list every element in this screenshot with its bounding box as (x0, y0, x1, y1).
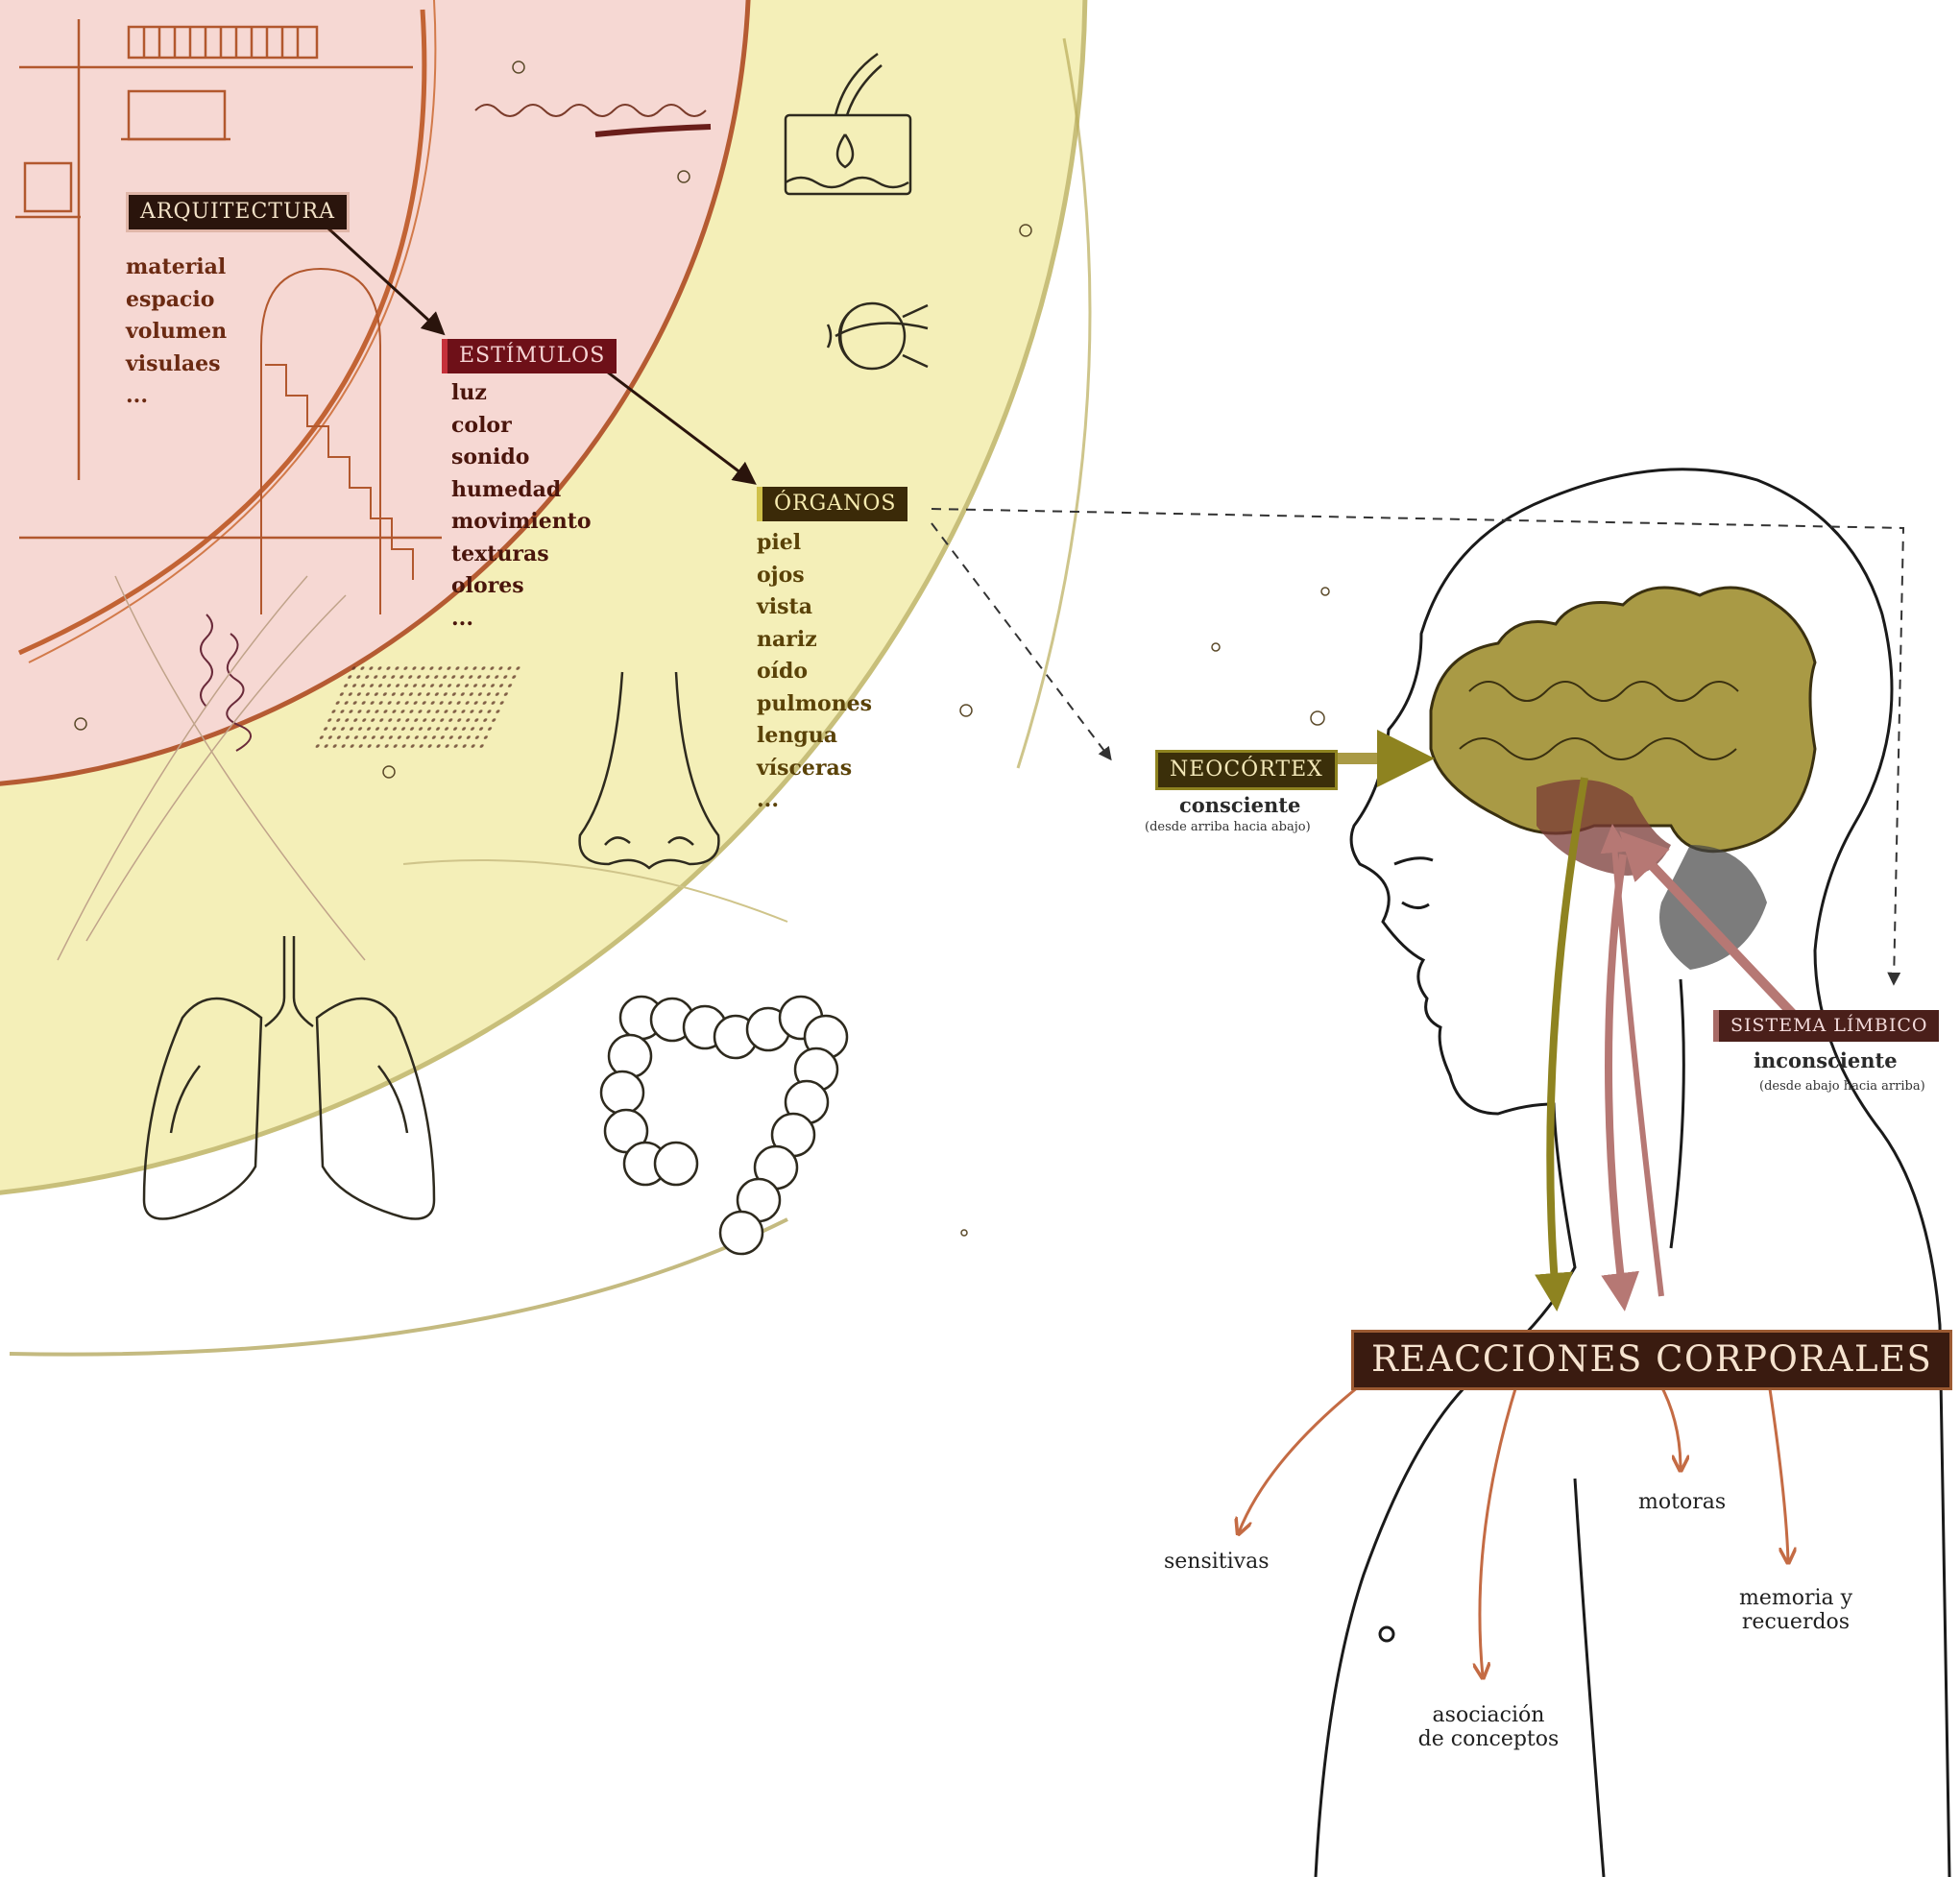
list-item: luz (451, 377, 592, 410)
list-item: pulmones (757, 688, 872, 721)
list-item: color (451, 410, 592, 443)
list-item: vista (757, 591, 872, 624)
list-item: piel (757, 527, 872, 560)
estimulos-tag: ESTÍMULOS (448, 339, 617, 373)
reaccion-motoras: motoras (1638, 1490, 1726, 1514)
reaccion-memoria-line1: memoria y (1738, 1586, 1853, 1610)
neocortex-tag: NEOCÓRTEX (1158, 753, 1335, 787)
reaccion-memoria-line2: recuerdos (1738, 1610, 1853, 1634)
list-item: olores (451, 570, 592, 603)
intestine-icon (601, 997, 847, 1254)
reaccion-sensitivas: sensitivas (1164, 1550, 1270, 1574)
reaccion-asociacion: asociación de conceptos (1412, 1703, 1565, 1751)
list-item: vísceras (757, 753, 872, 785)
list-item: nariz (757, 624, 872, 657)
arquitectura-tag: ARQUITECTURA (129, 195, 347, 229)
list-item: material (126, 252, 227, 284)
reaccion-memoria: memoria y recuerdos (1738, 1586, 1853, 1634)
list-item: visulaes (126, 349, 227, 381)
list-item: sonido (451, 442, 592, 474)
reaccion-asociacion-line2: de conceptos (1412, 1727, 1565, 1751)
reaccion-asociacion-line1: asociación (1412, 1703, 1565, 1727)
limbico-subtitle: inconsciente (1754, 1048, 1898, 1072)
list-item: ... (451, 603, 592, 636)
limbico-tag: SISTEMA LÍMBICO (1719, 1010, 1939, 1042)
limbico-note: (desde abajo hacia arriba) (1759, 1079, 1925, 1094)
list-item: ... (126, 380, 227, 413)
organos-list: piel ojos vista nariz oído pulmones leng… (757, 527, 872, 817)
organos-tag: ÓRGANOS (762, 487, 907, 521)
list-item: volumen (126, 316, 227, 349)
reacciones-tag: REACCIONES CORPORALES (1354, 1333, 1949, 1387)
list-item: oído (757, 656, 872, 688)
estimulos-list: luz color sonido humedad movimiento text… (451, 377, 592, 635)
arquitectura-list: material espacio volumen visulaes ... (126, 252, 227, 413)
neocortex-subtitle: consciente (1179, 793, 1300, 817)
list-item: movimiento (451, 506, 592, 539)
reaction-arrows (1239, 1383, 1788, 1676)
list-item: lengua (757, 720, 872, 753)
list-item: ojos (757, 560, 872, 592)
list-item: espacio (126, 284, 227, 317)
list-item: ... (757, 784, 872, 817)
neocortex-note: (desde arriba hacia abajo) (1145, 820, 1311, 834)
list-item: texturas (451, 539, 592, 571)
list-item: humedad (451, 474, 592, 507)
